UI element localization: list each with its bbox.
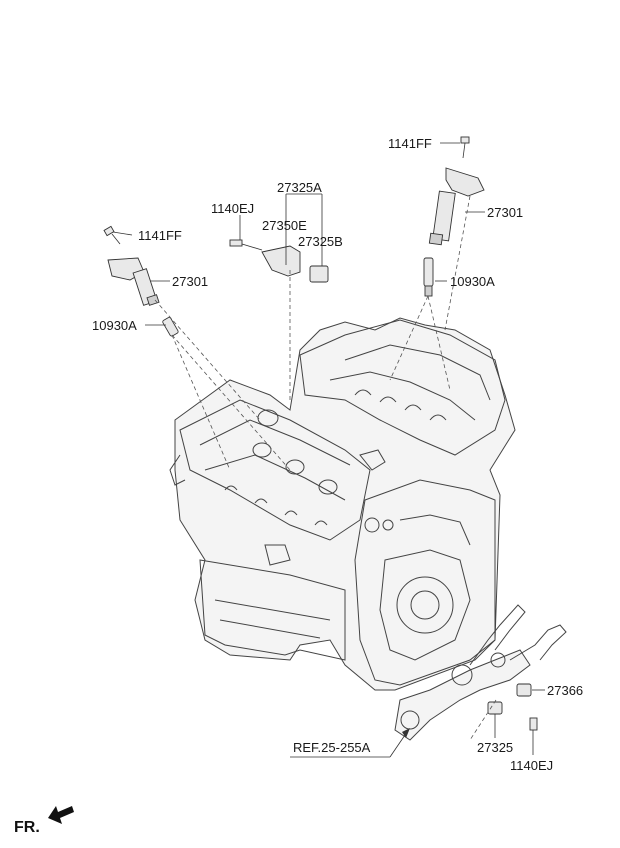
sensor-lower <box>487 701 503 715</box>
label-sensor-lower: 27325 <box>477 740 513 755</box>
label-bolt-lower: 1140EJ <box>510 758 553 773</box>
label-coil-left: 27301 <box>172 274 208 289</box>
label-sensor-lower-right: 27366 <box>547 683 583 698</box>
label-coil-right: 27301 <box>487 205 523 220</box>
sensor-lower-right <box>516 683 532 697</box>
bolt-bracket <box>229 239 263 251</box>
label-bolt-bracket: 1140EJ <box>211 201 254 216</box>
bracket <box>261 245 301 277</box>
ignition-coil-right <box>428 167 485 246</box>
engine-block <box>169 317 516 691</box>
label-plug-right: 10930A <box>450 274 495 289</box>
label-bracket: 27350E <box>262 218 307 233</box>
front-label: FR. <box>14 819 40 836</box>
install-lines <box>154 195 497 741</box>
arrow-icon <box>48 806 74 824</box>
front-indicator: FR. <box>14 806 74 836</box>
leader-lines <box>112 142 545 758</box>
spark-plug-right <box>423 257 434 297</box>
label-bolt-top-right: 1141FF <box>388 136 432 151</box>
part-labels: 1141FF 27301 27325A 1140EJ 27350E 27325B… <box>92 136 583 773</box>
spark-plug-left <box>162 316 179 337</box>
label-sensor-bracket: 27325B <box>298 234 343 249</box>
label-plug-left: 10930A <box>92 318 137 333</box>
bolt-top-right <box>460 136 470 159</box>
knock-sensor-upper <box>309 265 329 283</box>
reference-label: REF.25-255A <box>293 740 371 755</box>
ignition-coil-left <box>107 257 160 306</box>
bolt-lower <box>529 717 538 731</box>
bolt-left <box>103 225 121 245</box>
label-bolt-left: 1141FF <box>138 228 182 243</box>
label-bracket-group: 27325A <box>277 180 322 195</box>
water-outlet-assembly <box>394 604 567 741</box>
